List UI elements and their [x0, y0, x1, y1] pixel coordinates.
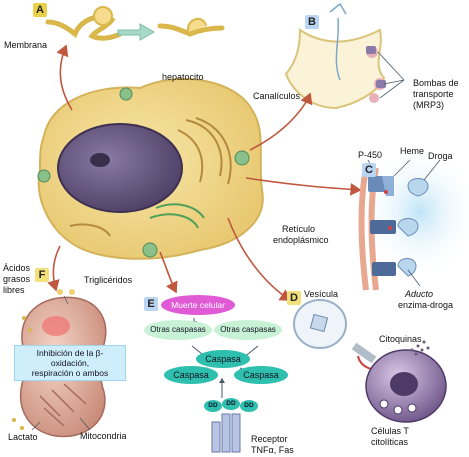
- fatty-acids-line2: grasos: [3, 274, 31, 284]
- lactate-label: Lactato: [8, 432, 38, 442]
- adduct-label-line1: Aducto: [405, 289, 434, 299]
- other-caspases-right: Otras caspasas: [214, 320, 282, 340]
- membrane-label: Membrana: [4, 40, 48, 50]
- t-cells-label-line2: citolíticas: [371, 437, 409, 447]
- mitochondrion-label: Mitocondria: [80, 431, 127, 441]
- vesicle-label: Vesícula: [304, 289, 339, 299]
- death-domain-1: DD: [204, 400, 222, 412]
- right-arrow-icon: [117, 23, 156, 41]
- hepatocyte-cell: [37, 78, 264, 260]
- panel-a-badge: A: [33, 3, 47, 17]
- er-label-line1: Retículo: [282, 224, 316, 234]
- inhibition-box: Inhibición de la β- oxidación, respiraci…: [14, 345, 126, 381]
- p450-label: P-450: [358, 150, 383, 160]
- caspase-top-pill: Caspasa: [196, 350, 250, 368]
- pumps-label-line2: transporte: [413, 89, 454, 99]
- pumps-label-line1: Bombas de: [413, 78, 459, 88]
- fatty-acids-line3: libres: [3, 285, 25, 295]
- fatty-acids-line1: Ácidos: [3, 263, 31, 273]
- transport-pump-icon: [366, 46, 386, 103]
- death-domain-3: DD: [240, 400, 258, 412]
- inhibition-line1: Inhibición de la β-: [36, 348, 104, 358]
- vesicle-icon: [309, 313, 329, 333]
- membrane-bleb-icon: [45, 6, 225, 41]
- cytotoxic-panel: [293, 299, 447, 423]
- t-cells-label-line1: Células T: [371, 426, 409, 436]
- receptor-icon: [211, 413, 241, 453]
- other-caspases-left: Otras caspasas: [144, 320, 212, 340]
- caspase-left-pill: Caspasa: [164, 366, 218, 384]
- adduct-label-line2: enzima-droga: [398, 300, 454, 310]
- inhibition-line3: respiración o ambos: [31, 368, 109, 378]
- pumps-label-line3: (MRP3): [413, 100, 444, 110]
- inhibition-line2: oxidación,: [50, 358, 90, 368]
- canaliculi-label: Canalículos: [253, 91, 301, 101]
- panel-b-badge: B: [305, 15, 319, 29]
- drug-label: Droga: [428, 151, 453, 161]
- apoptosis-panel: [187, 318, 259, 453]
- death-domain-2: DD: [222, 398, 240, 410]
- heme-label: Heme: [400, 146, 425, 156]
- receptor-label-line2: TNFα, Fas: [251, 445, 294, 455]
- hepatocyte-label: hepatocito: [162, 72, 204, 82]
- caspase-right-pill: Caspasa: [234, 366, 288, 384]
- drug-icon: [384, 178, 429, 277]
- p450-enzyme-icon: [368, 176, 396, 276]
- t-cell-icon: [365, 349, 447, 423]
- canaliculus-panel: [284, 2, 405, 110]
- triglycerides-label: Triglicéridos: [84, 275, 133, 285]
- panel-d-badge: D: [287, 291, 301, 305]
- cell-death-pill: Muerte celular: [161, 295, 235, 315]
- panel-c-badge: C: [362, 163, 376, 177]
- cytokines-label: Citoquinas: [379, 334, 422, 344]
- pathway-arrows: [47, 44, 362, 301]
- receptor-label-line1: Receptor: [251, 434, 288, 444]
- er-label-line2: endoplásmico: [273, 235, 329, 245]
- endoplasmic-reticulum-panel: [358, 146, 469, 291]
- panel-e-badge: E: [144, 297, 158, 311]
- panel-f-badge: F: [35, 268, 49, 282]
